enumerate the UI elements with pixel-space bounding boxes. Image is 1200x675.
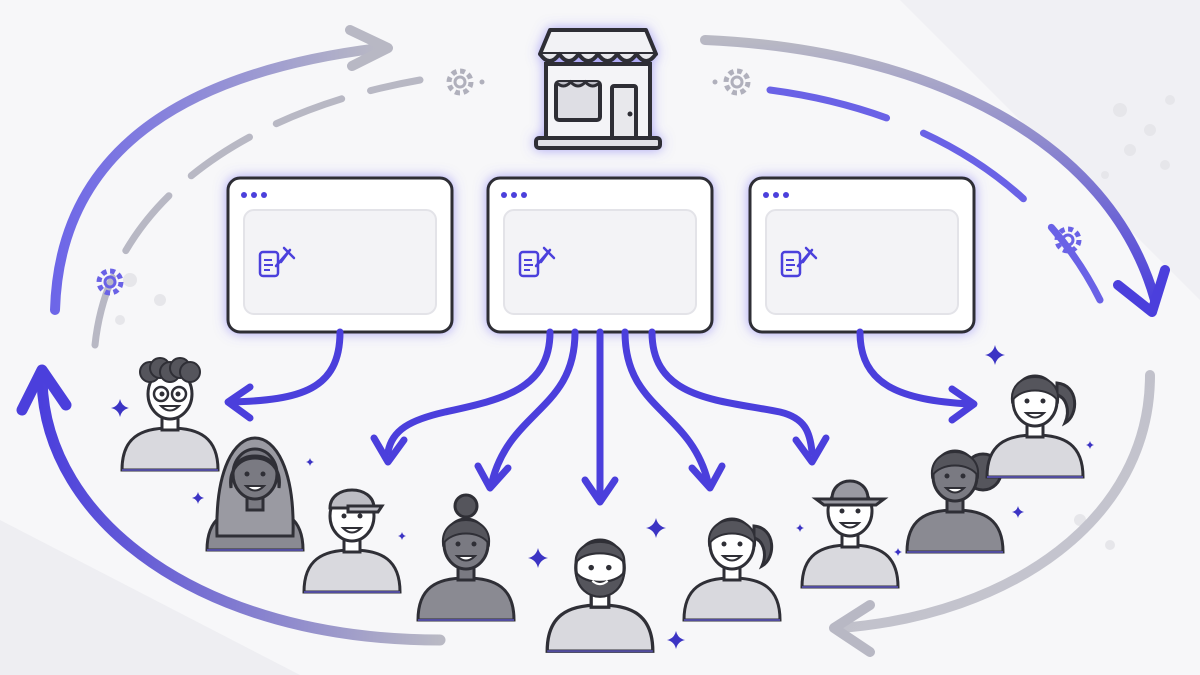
window-dot — [763, 192, 769, 198]
flow-arrow — [648, 328, 816, 456]
sparkle-icon — [985, 345, 1005, 365]
window-dot — [241, 192, 247, 198]
distribution-arrows — [224, 328, 978, 506]
window-dot — [501, 192, 507, 198]
sparkle-icon — [306, 458, 314, 466]
person-avatar — [205, 436, 305, 552]
window-dot — [511, 192, 517, 198]
browser-window — [748, 176, 976, 334]
window-dot — [521, 192, 527, 198]
sparkle-icon — [398, 532, 406, 540]
note-pin-icon — [258, 246, 296, 278]
window-dot — [251, 192, 257, 198]
person-avatar — [120, 357, 220, 472]
person-avatar — [682, 517, 782, 622]
flow-arrow — [228, 328, 344, 406]
sparkle-icon — [667, 631, 685, 649]
sparkle-icon — [1012, 506, 1024, 518]
cycle-arrows — [16, 25, 1170, 657]
sparkle-icon — [192, 492, 204, 504]
flow-arrow — [488, 328, 579, 486]
gear-icon — [96, 268, 124, 296]
person-avatar — [416, 493, 516, 622]
cycle-arrow-top-left — [50, 43, 385, 315]
window-card — [503, 209, 697, 315]
gear-icon — [1054, 226, 1082, 254]
sparkle-icon — [796, 524, 804, 532]
sparkle-icon — [111, 399, 129, 417]
person-avatar — [985, 374, 1085, 479]
cycle-arrow-top-right — [700, 35, 1160, 305]
sparkle-icon — [528, 548, 548, 568]
sparkle-icon — [646, 518, 666, 538]
flow-arrow — [621, 328, 712, 486]
window-card — [243, 209, 437, 315]
cycle-arrow-bottom-right — [835, 370, 1155, 633]
flow-arrow — [384, 328, 554, 456]
storefront-icon — [534, 28, 662, 150]
browser-window — [226, 176, 454, 334]
window-card — [765, 209, 959, 315]
gear-icon — [712, 68, 751, 96]
note-pin-icon — [518, 246, 556, 278]
sparkle-icon — [1086, 441, 1094, 449]
sparkle-icon — [894, 548, 902, 556]
browser-window — [486, 176, 714, 334]
gear-icon — [446, 68, 485, 96]
person-avatar — [800, 479, 900, 589]
cycle-arrow-inner-top-right — [766, 86, 1104, 304]
flow-arrow — [856, 328, 974, 408]
note-pin-icon — [780, 246, 818, 278]
cycle-arrow-inner-top-left — [91, 76, 424, 349]
window-dot — [261, 192, 267, 198]
window-dot — [783, 192, 789, 198]
person-avatar — [302, 488, 402, 594]
person-avatar — [545, 538, 655, 653]
window-dot — [773, 192, 779, 198]
cycle-arrow-left — [36, 374, 446, 646]
